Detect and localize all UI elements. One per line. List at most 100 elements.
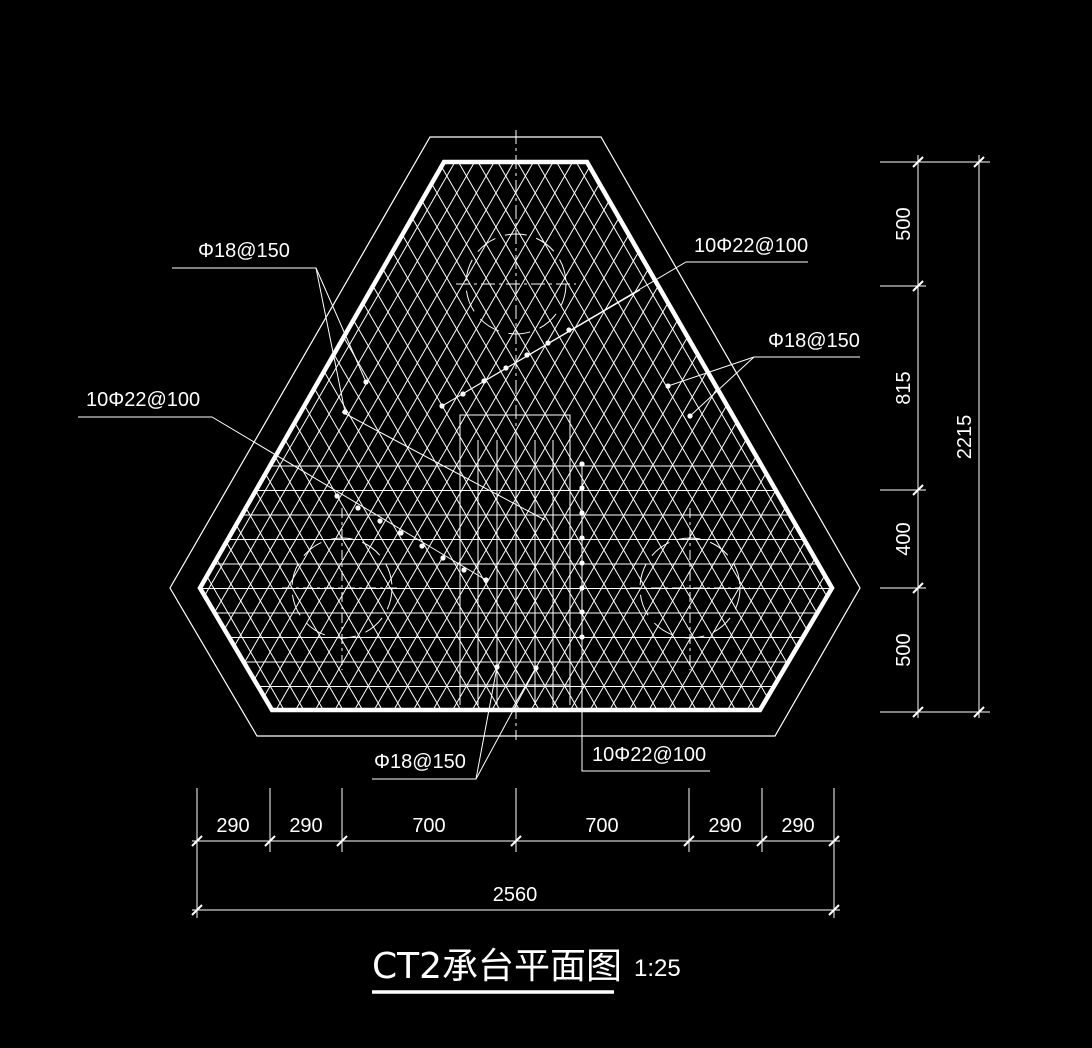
rebar-line-diagonal [776,162,832,710]
rebar-line-diagonal [1032,0,1092,1048]
rebar-line-diagonal [296,162,832,710]
rebar-line-diagonal [1052,0,1092,1048]
rebar-line-diagonal [200,162,205,710]
rebar-line-diagonal [619,162,832,710]
rebar-dot [342,409,348,415]
rebar-dot [687,413,693,419]
rebar-line-diagonal [200,162,441,710]
rebar-line-diagonal [0,0,77,1048]
rebar-line-diagonal [200,162,432,710]
rebar-dot [579,634,585,640]
rebar-line-diagonal [0,0,97,1048]
rebar-line-diagonal [200,162,726,710]
rebar-line-diagonal [200,162,706,710]
rebar-label-bottom-left: Φ18@150 [374,751,466,773]
rebar-line-diagonal [551,162,832,710]
rebar-line-diagonal [580,162,832,710]
rebar-line-diagonal [200,162,421,710]
rebar-line-diagonal [200,162,598,710]
rebar-line-diagonal [895,0,1092,1048]
rebar-line-diagonal [973,0,1092,1048]
rebar-dot [545,340,551,346]
rebar-line-diagonal [200,162,559,710]
rebar-line-diagonal [856,0,1092,1048]
rebar-line-diagonal [200,162,618,710]
rebar-label-bottom-right: 10Φ22@100 [592,744,706,766]
dim-h-seg-3: 700 [412,815,445,837]
rebar-dot [461,567,467,573]
dim-h-seg-6: 290 [781,815,814,837]
rebar-line-diagonal [482,162,832,710]
rebar-line-diagonal [200,162,284,710]
rebar-dot [481,378,487,384]
rebar-line-diagonal [669,162,832,710]
vertical-dimension-lines [880,155,990,718]
rebar-line-diagonal [414,162,832,710]
dim-h-seg-1: 290 [216,815,249,837]
rebar-line-diagonal [200,162,255,710]
rebar-line-diagonal [423,162,832,710]
rebar-dot [579,461,585,467]
rebar-line-diagonal [200,162,608,710]
rebar-line-diagonal [200,162,412,710]
rebar-line-diagonal [200,162,491,710]
rebar-line-diagonal [200,162,235,710]
rebar-dot [579,609,585,615]
rebar-line-diagonal [200,162,785,710]
rebar-line-diagonal [630,162,832,710]
rebar-line-diagonal [200,162,362,710]
cap-outer-outline [169,136,861,737]
rebar-line-diagonal [796,162,832,710]
rebar-dot [524,352,530,358]
rebar-line-diagonal [767,162,832,710]
rebar-line-diagonal [0,0,106,1048]
rebar-line-diagonal [472,162,832,710]
rebar-line-diagonal [0,0,18,1048]
rebar-line-diagonal [200,162,461,710]
rebar-line-diagonal [200,162,392,710]
rebar-line-diagonal [433,162,832,710]
leader-lines [78,261,860,780]
rebar-line-diagonal [639,162,832,710]
rebar-dot [355,505,361,511]
rebar-line-diagonal [200,162,648,710]
rebar-line-diagonal [678,162,832,710]
rebar-dot [533,665,539,671]
rebar-dot [665,383,671,389]
rebar-line-diagonal [934,0,1092,1048]
rebar-dot [579,560,585,566]
rebar-label-upper-right-top: 10Φ22@100 [694,235,808,257]
rebar-line-diagonal [658,162,832,710]
rebar-line-diagonal [600,162,832,710]
dim-v-seg-4: 500 [893,633,915,666]
rebar-line-diagonal [285,162,832,710]
rebar-line-diagonal [688,162,832,710]
rebar-line-diagonal [200,162,275,710]
rebar-line-diagonal [200,162,373,710]
rebar-dot [494,664,500,670]
rebar-line-diagonal [200,162,530,710]
rebar-line-diagonal [200,162,589,710]
drawing-title: CT2承台平面图 [372,946,622,987]
cap-inner-outline [197,159,835,713]
rebar-line-diagonal [200,162,539,710]
rebar-line-diagonal [571,162,832,710]
rebar-dot [579,510,585,516]
rebar-line-diagonal [364,162,832,710]
rebar-line-diagonal [0,0,195,1048]
rebar-line-diagonal [200,162,765,710]
rebar-line-diagonal [531,162,832,710]
rebar-line-diagonal [560,162,832,710]
rebar-line-diagonal [0,0,136,1048]
rebar-line-diagonal [610,162,832,710]
rebar-line-diagonal [1072,0,1092,1048]
rebar-line-diagonal [462,162,832,710]
rebar-line-diagonal [200,162,746,710]
rebar-dot [483,577,489,583]
rebar-line-diagonal [394,162,832,710]
rebar-line-diagonal [200,162,225,710]
rebar-line-diagonal [1013,0,1092,1048]
rebar-line-diagonal [200,162,343,710]
